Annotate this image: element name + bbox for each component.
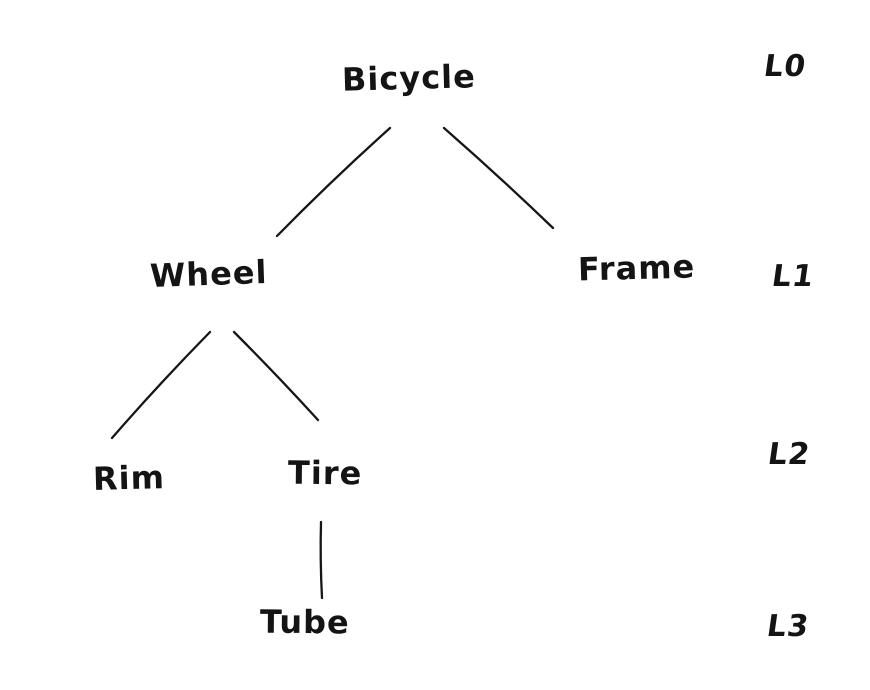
level-label-l3: L3 xyxy=(764,609,812,644)
level-label-l2: L2 xyxy=(765,437,813,472)
node-frame: Frame xyxy=(577,247,696,289)
edge-bicycle-frame xyxy=(442,126,555,230)
node-rim: Rim xyxy=(92,458,166,498)
level-label-l1: L1 xyxy=(769,259,817,294)
edge-wheel-tire xyxy=(232,330,320,422)
edge-bicycle-wheel xyxy=(275,126,392,238)
node-tire: Tire xyxy=(287,453,363,493)
node-wheel: Wheel xyxy=(149,252,269,296)
node-tube: Tube xyxy=(259,602,350,642)
edge-wheel-rim xyxy=(110,330,212,440)
level-label-l0: L0 xyxy=(761,49,809,84)
edge-tire-tube xyxy=(319,520,324,600)
node-bicycle: Bicycle xyxy=(341,57,477,99)
